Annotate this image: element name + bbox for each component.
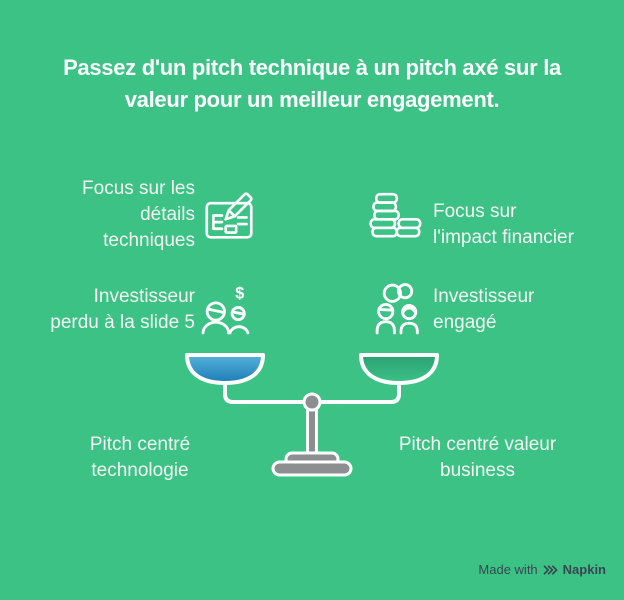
item2-line1: Focus sur (433, 201, 517, 222)
scale-left-label: Pitch centré technologie (30, 432, 250, 484)
napkin-brand-text: Napkin (562, 562, 606, 577)
item-label-technical-details: Focus sur les détails techniques (20, 176, 195, 254)
item-label-investor-lost: Investisseur perdu à la slide 5 (0, 284, 195, 336)
page-title: Passez d'un pitch technique à un pitch a… (0, 52, 624, 116)
scale-pivot (302, 392, 322, 412)
item3-line2: perdu à la slide 5 (50, 312, 195, 333)
right-pan (359, 353, 439, 385)
right-arm (310, 373, 401, 404)
item-label-investor-engaged: Investisseur engagé (433, 284, 613, 336)
item-label-financial-impact: Focus sur l'impact financier (433, 199, 613, 251)
napkin-logo-icon (543, 564, 558, 575)
left-arm (223, 373, 314, 404)
title-line-2: valeur pour un meilleur engagement. (124, 87, 500, 112)
people-dollar-icon: $ (201, 284, 250, 335)
balance-scale (185, 353, 439, 477)
item1-line1: Focus sur les (82, 178, 195, 199)
dollar-glyph: $ (235, 284, 244, 302)
made-with-napkin-link[interactable]: Made with Napkin (478, 562, 606, 577)
made-with-text: Made with (478, 562, 538, 577)
item1-line3: techniques (103, 230, 195, 251)
item4-line2: engagé (433, 312, 497, 333)
left-pan (185, 353, 265, 385)
right-label-line2: business (440, 460, 515, 481)
item3-line1: Investisseur (93, 286, 195, 307)
scale-right-label: Pitch centré valeur business (365, 432, 590, 484)
people-rings-icon (375, 283, 419, 335)
coin-stack-icon (369, 192, 422, 238)
item2-line2: l'impact financier (433, 227, 574, 248)
scale-base-lower (271, 460, 353, 477)
title-line-1: Passez d'un pitch technique à un pitch a… (63, 55, 561, 80)
right-label-line1: Pitch centré valeur (398, 434, 557, 455)
item1-line2: détails (140, 204, 195, 225)
left-label-line1: Pitch centré (89, 434, 191, 455)
item4-line1: Investisseur (433, 286, 535, 307)
blueprint-pencil-icon (205, 192, 253, 239)
left-label-line2: technologie (91, 460, 189, 481)
